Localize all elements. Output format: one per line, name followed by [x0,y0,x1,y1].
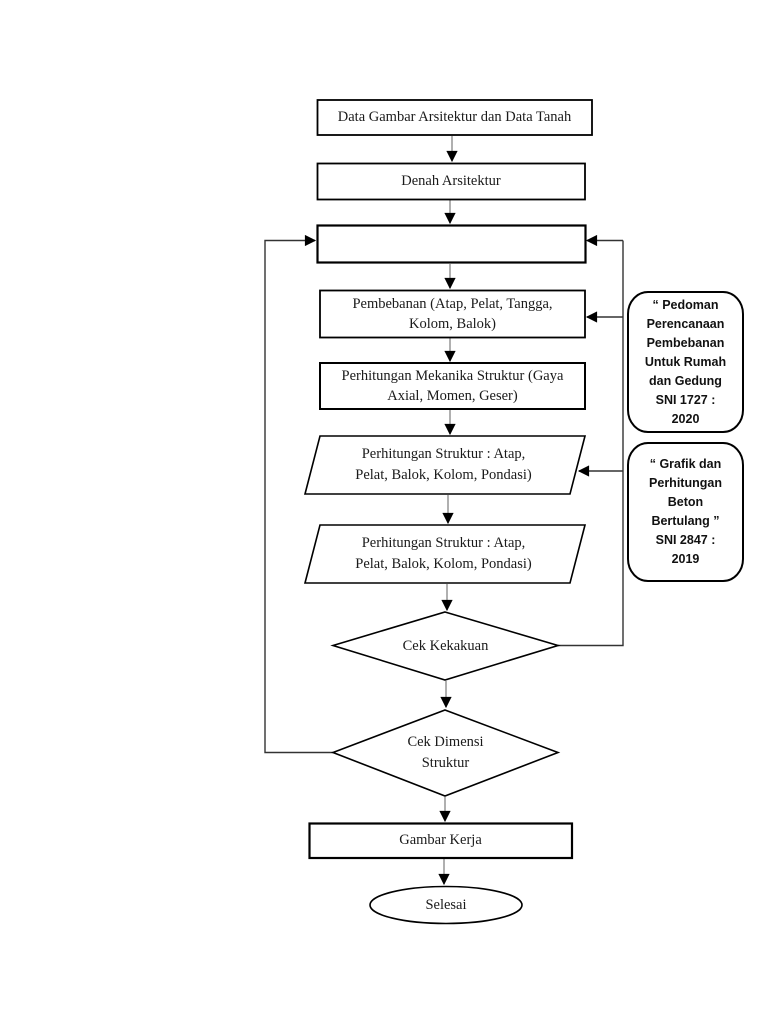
ellipse-selesai [369,885,523,925]
rect-gambar-kerja [308,822,574,860]
parallelogram-struktur1 [303,435,587,495]
rect-pembebanan [319,289,586,339]
rect-start-data [316,99,593,136]
feedback-line-left [264,234,333,754]
rect-denah [316,162,586,201]
rect-mekanika [319,362,586,410]
diamond-cek-kekakuan [330,611,561,681]
rect-empty-step [316,224,587,264]
roundrect-sni-2847 [627,442,744,582]
feedback-line-right [558,240,624,647]
roundrect-sni-1727 [627,291,744,433]
diamond-cek-dimensi [330,709,561,797]
parallelogram-struktur2 [303,524,587,584]
